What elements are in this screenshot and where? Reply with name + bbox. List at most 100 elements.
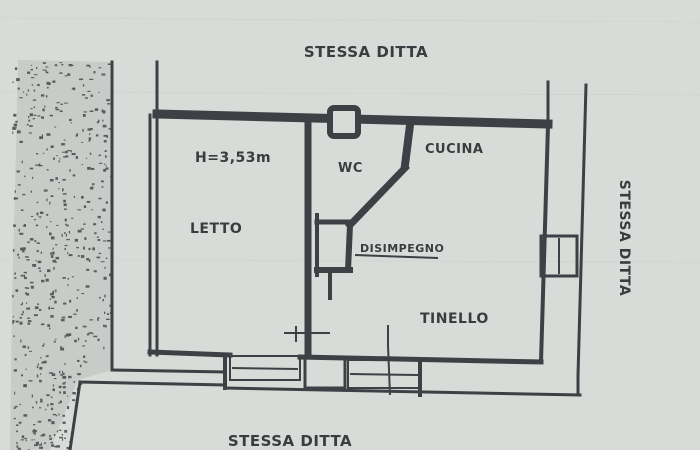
hatch-speck [27, 89, 30, 92]
hatch-speck [109, 176, 111, 178]
hatch-speck [46, 148, 48, 151]
hatch-speck [32, 176, 34, 180]
hatch-speck [46, 86, 49, 89]
hatch-speck [25, 440, 27, 442]
hatch-speck [27, 346, 30, 349]
hatch-speck [72, 399, 76, 402]
hatch-speck [93, 335, 98, 338]
hatch-speck [15, 320, 19, 323]
hatch-speck [17, 253, 19, 256]
hatch-speck [24, 224, 26, 226]
hatch-speck [80, 255, 85, 258]
hatch-speck [49, 327, 51, 330]
hatch-speck [14, 277, 17, 279]
hatch-speck [97, 215, 101, 219]
hatch-speck [35, 401, 38, 404]
hatch-speck [80, 228, 84, 230]
hatch-speck [77, 373, 81, 376]
hatch-speck [97, 318, 99, 321]
hatch-speck [50, 254, 54, 258]
hatch-speck [54, 64, 58, 67]
hatch-speck [78, 337, 80, 341]
hatch-speck [12, 315, 14, 318]
hatch-speck [62, 188, 64, 191]
hatch-speck [50, 403, 54, 406]
hatch-speck [108, 128, 111, 130]
hatch-speck [89, 187, 94, 190]
hatch-speck [84, 361, 88, 363]
hatch-speck [18, 256, 20, 259]
hatch-speck [18, 228, 20, 232]
hatch-speck [56, 155, 58, 157]
hatch-speck [91, 209, 93, 211]
hatch-speck [65, 155, 69, 158]
hatch-speck [48, 82, 51, 86]
hatch-speck [62, 386, 66, 389]
hatch-speck [64, 218, 67, 222]
hatch-speck [35, 224, 39, 227]
hatch-speck [59, 158, 61, 160]
hatch-speck [30, 281, 34, 284]
hatch-speck [67, 284, 69, 286]
hatch-speck [63, 199, 66, 203]
hatch-speck [20, 274, 24, 277]
hatch-speck [37, 260, 42, 264]
hatch-speck [38, 165, 43, 167]
hatch-speck [51, 407, 54, 411]
hatch-speck [98, 154, 101, 157]
hatch-speck [52, 290, 55, 294]
hatch-speck [37, 115, 41, 117]
hatch-speck [105, 155, 107, 158]
hatch-speck [19, 403, 21, 406]
hatch-speck [42, 62, 46, 64]
hatch-speck [30, 77, 35, 79]
hatch-speck [14, 197, 19, 200]
hatch-speck [30, 69, 33, 71]
hatch-speck [14, 358, 17, 361]
hatch-speck [39, 308, 42, 311]
hatch-speck [49, 179, 54, 182]
hatch-speck [62, 414, 65, 417]
hatch-speck [51, 236, 55, 240]
hatch-speck [14, 190, 16, 193]
hatch-speck [13, 417, 16, 420]
hatch-speck [36, 153, 39, 155]
hatch-speck [36, 303, 40, 305]
hatch-speck [51, 444, 54, 447]
hatch-speck [16, 424, 19, 426]
hatch-speck [104, 294, 106, 298]
hatch-speck [40, 251, 42, 254]
hatch-speck [84, 340, 87, 342]
hatch-speck [21, 374, 24, 377]
hatch-speck [19, 317, 22, 319]
hatch-speck [30, 190, 32, 193]
hatch-speck [55, 414, 58, 417]
hatch-speck [29, 125, 33, 127]
hatch-speck [88, 332, 93, 334]
hatch-speck [12, 126, 16, 130]
hatch-speck [50, 145, 54, 148]
hatch-speck [56, 445, 60, 448]
hatch-speck [77, 359, 80, 362]
hatch-speck [87, 128, 91, 131]
hatch-speck [32, 99, 37, 101]
hatch-speck [98, 197, 102, 200]
hatch-speck [44, 105, 46, 108]
hatch-speck [50, 307, 55, 309]
hatch-speck [18, 421, 22, 424]
hatch-speck [96, 121, 100, 124]
hatch-speck [68, 333, 72, 336]
hatch-speck [61, 151, 66, 153]
hatch-speck [64, 437, 66, 439]
hatch-speck [101, 221, 103, 224]
hatch-speck [81, 196, 84, 199]
hatch-speck [46, 81, 49, 85]
hatch-speck [92, 247, 95, 251]
hatch-speck [38, 163, 41, 167]
hatch-speck [26, 302, 28, 304]
hatch-speck [52, 384, 54, 387]
hatch-speck [44, 274, 46, 277]
hatch-speck [32, 118, 36, 120]
hatch-speck [88, 138, 91, 142]
